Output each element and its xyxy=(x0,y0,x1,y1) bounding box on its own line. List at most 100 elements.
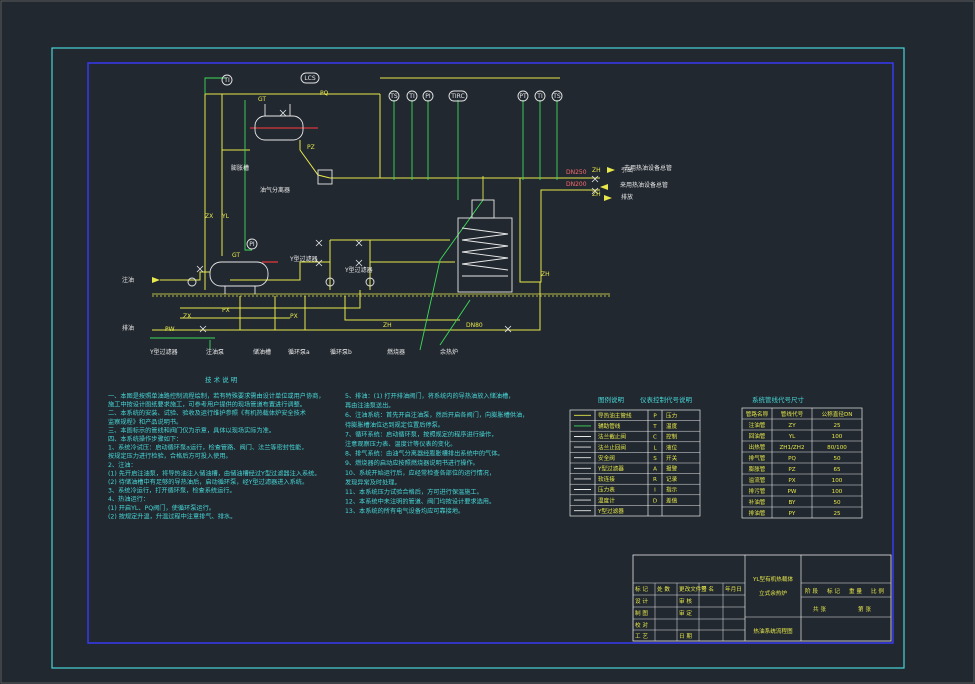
heater-furnace xyxy=(457,176,513,293)
pipe-table-header: 管线代号 xyxy=(781,410,804,418)
lbl-zh1: ZH xyxy=(592,167,601,174)
instrument-pi1: PI xyxy=(246,238,258,250)
legend-item: Y型过滤器 xyxy=(597,465,624,473)
notes-line: 11、本系统压力试验合格后，方可进行保温施工。 xyxy=(345,488,483,496)
pipe-table-cell: PY xyxy=(789,511,796,517)
storage-tank xyxy=(209,261,269,294)
instrument-pi2: PI xyxy=(422,90,434,102)
legend-item: Y型过滤器 xyxy=(597,507,624,515)
lbl-yl: YL xyxy=(221,213,230,220)
pipe-table-header: 管路名称 xyxy=(746,410,769,418)
notes-line: 6、注油系统：首先开启注油泵，然后开启各阀门，向膨胀槽供油， xyxy=(345,411,528,419)
lbl-dn2: DN200 xyxy=(566,181,587,188)
legend-code-meaning: 报警 xyxy=(666,465,678,473)
instrument-lcs: LCS xyxy=(300,72,320,84)
notes-title: 技 术 说 明 xyxy=(205,375,238,384)
notes-line: 13、本系统的所有电气设备均应可靠接地。 xyxy=(345,507,464,515)
legend-code-meaning: 液位 xyxy=(666,443,678,451)
title-block-cell: 标 记 xyxy=(635,585,648,593)
title-block-cell: 校 对 xyxy=(635,621,648,629)
notes-line: 7、循环系统：启动循环泵，按照规定的程序进行操作， xyxy=(345,430,497,438)
title-block-cell: 制 图 xyxy=(635,609,648,617)
pipe-table-cell: PX xyxy=(788,478,795,484)
notes-line: 3、系统冷运行，打开循环泵，检查系统运行。 xyxy=(108,487,236,495)
lbl-px: PX xyxy=(222,307,230,314)
legend-item: 法兰止回阀 xyxy=(598,443,626,451)
lbl-discharge-oil: 排油 xyxy=(122,324,134,332)
instrument-label: TI xyxy=(223,77,230,84)
notes-line: 1、系统冷试压：启动循环泵a运行，检查管路、阀门、法兰等密封性能， xyxy=(108,444,308,452)
flow-arrows xyxy=(152,167,615,283)
legend-code: P xyxy=(653,414,657,420)
lbl-fill-pump: 注油泵 xyxy=(206,348,224,356)
notes-line: 四、本系统操作步骤如下： xyxy=(108,435,182,443)
legend-code: C xyxy=(653,435,657,441)
expansion-tank xyxy=(254,104,304,141)
legend-code: R xyxy=(653,477,657,483)
title-subtitle: 立式余热炉 xyxy=(759,589,787,597)
title-block-cell: 签 名 xyxy=(701,585,714,593)
pipe-table-cell: BY xyxy=(789,500,797,506)
lbl-oil-gas-separator: 油气分离器 xyxy=(260,186,290,194)
pipe-table-header: 公称直径DN xyxy=(822,410,853,418)
pipe-table-cell: 25 xyxy=(833,511,841,517)
instrument-ts2: TS xyxy=(551,90,563,102)
lbl-expansion-tank: 膨胀槽 xyxy=(231,164,249,172)
lbl-zh2: ZH xyxy=(592,191,601,198)
lbl-pz: PZ xyxy=(307,144,315,151)
notes-line: 4、热油运行： xyxy=(108,495,149,503)
pipe-table-cell: 回油管 xyxy=(749,432,766,440)
pipe-table-cell: PZ xyxy=(788,467,795,473)
notes-column-1: 一、本图是按照单油路控制流程绘制，若有特殊要求需由设计单位或用户协商， 施工中按… xyxy=(108,392,325,520)
pipe-table-cell: 补油管 xyxy=(749,498,766,506)
pipe-table-cell: ZH1/ZH2 xyxy=(779,445,804,451)
title-block-cell: 设 计 xyxy=(635,597,648,605)
pipe-table-cell: 80/100 xyxy=(827,445,847,451)
pipe-table-title: 系统管线代号尺寸 xyxy=(752,395,805,404)
lbl-gt2: GT xyxy=(232,252,240,259)
notes-line: 一、本图是按照单油路控制流程绘制，若有特殊要求需由设计单位或用户协商， xyxy=(108,392,325,400)
lbl-zx2: ZX xyxy=(183,313,191,320)
lbl-from-user: 来用热油设备总管 xyxy=(620,181,668,189)
notes-line: 再由注油泵送出。 xyxy=(345,402,395,410)
notes-line: (2) 按规定升温，升温过程中注意排气、排水。 xyxy=(108,512,236,520)
lbl-pw: PW xyxy=(165,326,175,333)
notes-line: 注意观察压力表、温度计等仪表的变化。 xyxy=(345,440,456,448)
instrument-label: LCS xyxy=(304,75,316,82)
legend-code: S xyxy=(653,456,657,462)
legend-code: I xyxy=(654,488,656,494)
pipe-table-cell: YL xyxy=(788,434,796,440)
notes-line: 三、本图标示的管线和阀门仅为示意，具体以现场实际为准。 xyxy=(108,426,275,434)
title-right-header: 阶 段 xyxy=(805,587,818,595)
title-drawing-name: 热油系统流程图 xyxy=(753,627,793,635)
notes-line: 12、本系统中未注明的管道、阀门均按设计要求选用。 xyxy=(345,498,495,506)
pipe-table-cell: 膨胀管 xyxy=(749,465,766,473)
red-pipe xyxy=(250,127,318,263)
lbl-circulation-pump-b: 循环泵b xyxy=(330,348,352,356)
lbl-pq: PQ xyxy=(320,90,329,97)
lbl-to-user-1: 去用热油设备总管 xyxy=(624,164,672,172)
title-block: YL型有机热载体立式余热炉热油系统流程图标 记处 数更改文件号签 名年月日设 计… xyxy=(632,554,892,642)
pumps xyxy=(187,277,375,287)
pipe-table-cell: 100 xyxy=(832,478,843,484)
aux-pipelines xyxy=(150,77,558,351)
instrument-label: TS xyxy=(389,93,398,100)
ground-line xyxy=(152,293,610,297)
notes-column-2: 5、排油：(1) 打开排油阀门，将系统内的导热油放入储油槽， 再由注油泵送出。6… xyxy=(345,392,528,515)
title-block-cell: 工 艺 xyxy=(635,633,648,640)
legend-code: A xyxy=(653,467,657,473)
legend-item: 安全阀 xyxy=(598,454,615,462)
legend-code: L xyxy=(653,445,657,451)
pipe-table-cell: 100 xyxy=(832,434,843,440)
pipe-table-cell: 注油管 xyxy=(749,421,766,429)
instrument-ts: TS xyxy=(388,90,400,102)
pipe-table-cell: 25 xyxy=(833,423,841,429)
lbl-storage-tank: 储油槽 xyxy=(253,348,271,356)
pipe-table-cell: 50 xyxy=(833,500,841,506)
instrument-label: PI xyxy=(425,93,431,100)
legend-item: 软连接 xyxy=(598,475,615,483)
